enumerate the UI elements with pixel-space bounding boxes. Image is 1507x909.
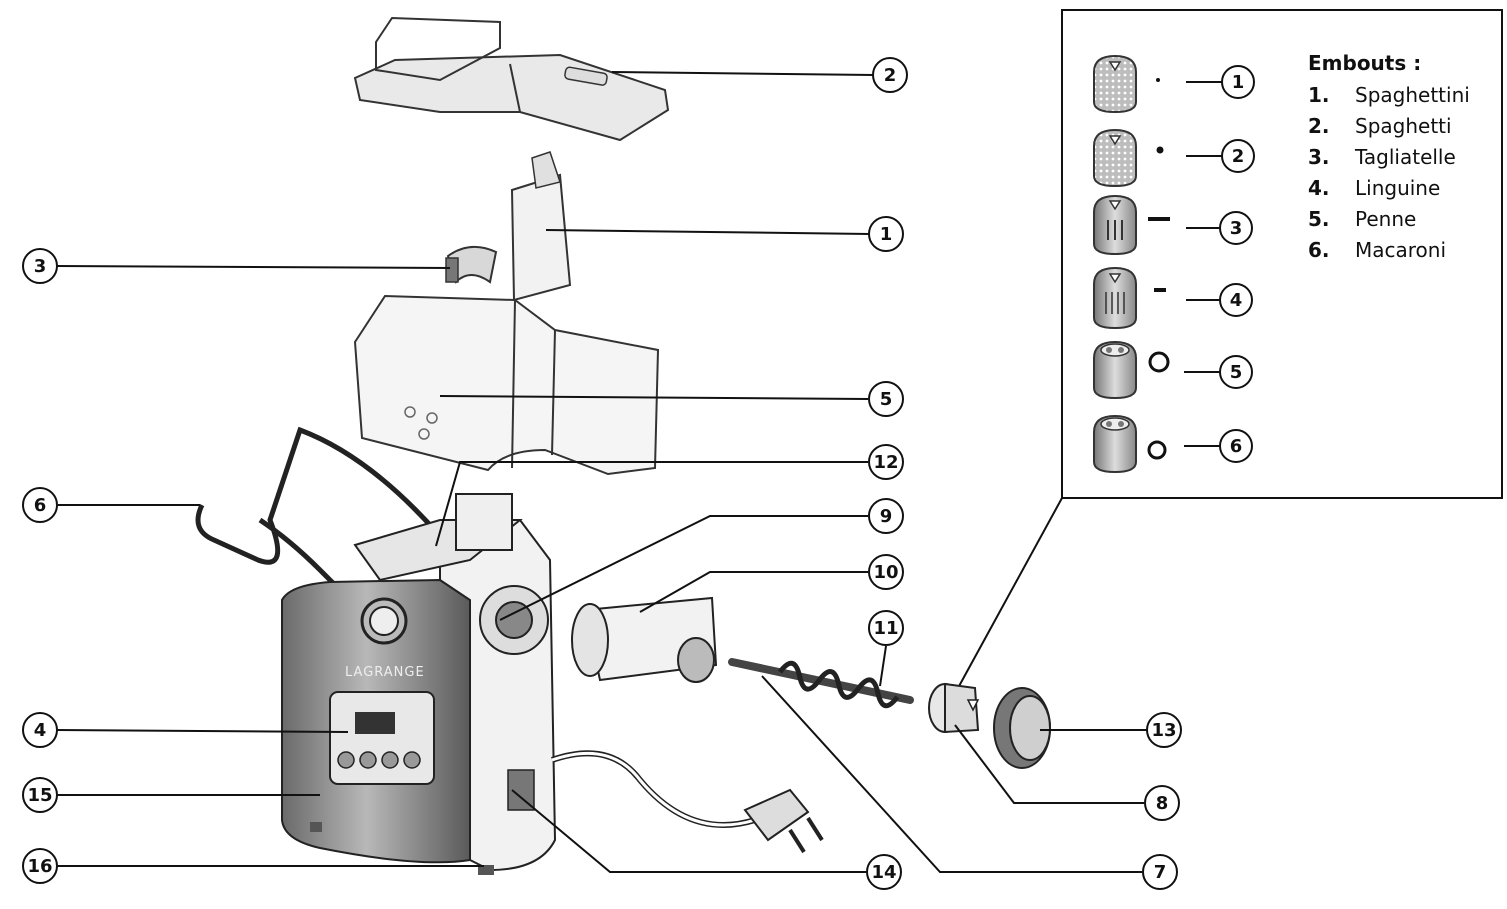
nozzle-callout-3: 3 (1230, 218, 1243, 239)
callout-10: 10 (873, 562, 898, 583)
nozzle-macaroni-icon (1093, 414, 1167, 474)
nozzle-part (928, 682, 980, 734)
callout-leaders (55, 71, 1148, 873)
auger-screw-part (728, 658, 914, 709)
legend-list: 1. Spaghettini 2. Spaghetti 3. Tagliatel… (1308, 83, 1470, 262)
nozzle-callout-4: 4 (1230, 290, 1243, 311)
callout-11: 11 (873, 618, 898, 639)
legend-item-number: 4. (1308, 176, 1330, 200)
legend-item-number: 6. (1308, 238, 1330, 262)
callout-15: 15 (27, 785, 52, 806)
nozzle-penne-icon (1093, 340, 1170, 400)
mixing-bowl-part (353, 294, 660, 476)
machine-body: LAGRANGE (281, 493, 557, 875)
nozzle-callouts: 1 2 3 4 5 6 (1184, 65, 1255, 463)
legend-item-number: 2. (1308, 114, 1330, 138)
locking-ring-part (993, 687, 1051, 769)
callout-3: 3 (34, 256, 47, 277)
legend-item-name: Spaghetti (1355, 114, 1452, 138)
legend-item-name: Linguine (1355, 176, 1440, 200)
brand-logo: LAGRANGE (345, 665, 425, 680)
legend-item-name: Macaroni (1355, 238, 1446, 262)
legend-item-name: Spaghettini (1355, 83, 1470, 107)
legend-item-number: 1. (1308, 83, 1330, 107)
safety-lever-part (195, 426, 464, 613)
callout-markers: 2 1 3 5 12 6 9 10 11 4 13 15 8 16 14 7 (22, 57, 1182, 890)
nozzle-callout-6: 6 (1230, 436, 1243, 457)
legend-to-nozzle-leader (957, 497, 1063, 689)
lid-window-part (510, 151, 572, 302)
callout-5: 5 (880, 389, 893, 410)
callout-12: 12 (873, 452, 898, 473)
nozzle-linguine-icon (1093, 266, 1166, 330)
extrusion-chamber-part (571, 596, 718, 683)
legend-item-number: 3. (1308, 145, 1330, 169)
nozzle-spaghettini-icon (1093, 54, 1160, 114)
nozzle-callout-1: 1 (1232, 72, 1245, 93)
legend-item-number: 5. (1308, 207, 1330, 231)
lid-part (353, 16, 670, 142)
legend-title: Embouts : (1308, 51, 1421, 75)
callout-4: 4 (34, 720, 47, 741)
callout-7: 7 (1154, 862, 1167, 883)
mixing-paddle-part (445, 245, 498, 284)
callout-8: 8 (1156, 793, 1169, 814)
nozzle-tagliatelle-icon (1093, 194, 1170, 256)
legend-item-name: Penne (1355, 207, 1416, 231)
callout-1: 1 (880, 224, 893, 245)
callout-9: 9 (880, 506, 893, 527)
nozzle-spaghetti-icon (1093, 128, 1164, 188)
power-cord-part (551, 750, 824, 854)
callout-14: 14 (871, 862, 896, 883)
callout-16: 16 (27, 856, 52, 877)
callout-13: 13 (1151, 720, 1176, 741)
nozzle-callout-2: 2 (1232, 146, 1245, 167)
callout-6: 6 (34, 495, 47, 516)
callout-2: 2 (884, 65, 897, 86)
legend-item-name: Tagliatelle (1354, 145, 1456, 169)
nozzle-callout-5: 5 (1230, 362, 1243, 383)
